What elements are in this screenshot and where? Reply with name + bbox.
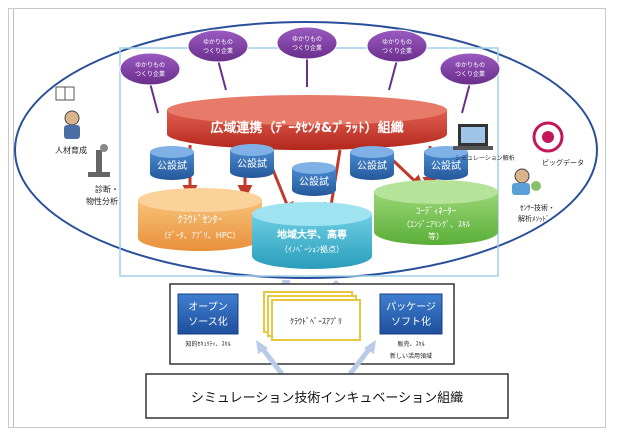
wide-org-label: 広域連携（ﾃﾞｰﾀｾﾝﾀ&ﾌﾟﾗｯﾄ）組織 (210, 120, 403, 136)
simulation-label: シミュレーション解析 (455, 154, 515, 162)
arrow-incubation-right (348, 346, 372, 376)
wide-org-disk: 広域連携（ﾃﾞｰﾀｾﾝﾀ&ﾌﾟﾗｯﾄ）組織 (167, 95, 447, 150)
pod-label-1: ゆかりもの (292, 36, 322, 43)
pod-label-1: ゆかりもの (135, 62, 165, 69)
hr-label: 人材育成 (55, 145, 87, 155)
cloud-app-label: ｸﾗｳﾄﾞﾍﾞｰｽｱﾌﾟﾘ (290, 317, 342, 326)
university-sub: （ｲﾉﾍﾞｰｼｮﾝ拠点） (280, 244, 344, 254)
public-lab-1: 公設試 (150, 146, 194, 180)
sensor-group: ｾﾝｻｰ技術・ 解析ﾒｿｯﾄﾞ (512, 168, 555, 223)
cloud-center-title: ｸﾗｳﾄﾞｾﾝﾀｰ (178, 214, 223, 226)
student-body-icon (64, 125, 80, 139)
analysis-label-1: 診断・ (95, 184, 119, 194)
student-icon (64, 110, 80, 126)
public-lab-4: 公設試 (350, 146, 394, 180)
pod-label-2: つくり企業 (292, 44, 322, 52)
analysis-label-2: 物性分析 (86, 196, 118, 206)
public-lab-label: 公設試 (357, 159, 387, 172)
incubation-label: シミュレーション技術インキュベーション組織 (191, 391, 463, 406)
open-source-line1: オープン (188, 301, 227, 313)
arrow-incubation-left (260, 346, 284, 376)
open-source-line2: ソース化 (188, 315, 228, 328)
coordinator-title: ｺｰﾃﾞｨﾈｰﾀｰ (416, 206, 457, 217)
university-cylinder: 地域大学、高専 （ｲﾉﾍﾞｰｼｮﾝ拠点） (252, 202, 372, 269)
cloud-center-sub: （ﾃﾞｰﾀ、ｱﾌﾟﾘ、HPC） (160, 231, 240, 240)
package-line1: パッケージ (386, 301, 436, 313)
open-source-caption: 知的ｾｷｭﾘﾃｨ、ｽｷﾙ (185, 340, 230, 348)
pod-label-2: つくり企業 (382, 47, 412, 55)
pod-label-1: ゆかりもの (203, 39, 233, 46)
cloud-center-cylinder: ｸﾗｳﾄﾞｾﾝﾀｰ （ﾃﾞｰﾀ、ｱﾌﾟﾘ、HPC） (138, 188, 262, 251)
sensor-label-2: 解析ﾒｿｯﾄﾞ (518, 214, 550, 223)
hr-development-group: 人材育成 (55, 86, 87, 155)
diagram-frame (8, 8, 606, 428)
pod-label-2: つくり企業 (455, 70, 485, 78)
big-data-label: ビッグデータ (542, 158, 584, 167)
pod-label-2: つくり企業 (203, 47, 233, 55)
link-arrows-bottom (260, 346, 372, 376)
public-lab-label: 公設試 (299, 175, 329, 188)
package-caption: 販売、ｽｷﾙ (397, 340, 424, 348)
coordinator-cylinder: ｺｰﾃﾞｨﾈｰﾀｰ （ｴﾝｼﾞﾆｱﾘﾝｸﾞ、ｽｷﾙ 等） (374, 180, 498, 245)
cloud-app-card (271, 299, 361, 341)
package-line2: ソフト化 (391, 315, 431, 328)
public-lab-label: 公設試 (431, 159, 461, 172)
package-box (379, 293, 443, 335)
coordinator-sub1: （ｴﾝｼﾞﾆｱﾘﾝｸﾞ、ｽｷﾙ (402, 220, 470, 229)
open-source-box (177, 293, 239, 335)
university-title: 地域大学、高専 (277, 228, 347, 241)
sensor-person-icon (514, 168, 530, 184)
public-lab-5: 公設試 (424, 146, 468, 180)
pod-label-1: ゆかりもの (382, 39, 412, 46)
feedback-label: 新しい活用領域 (390, 352, 432, 360)
coordinator-sub2: 等） (428, 231, 444, 241)
microscope-icon (96, 150, 102, 172)
sensor-icon (531, 181, 541, 191)
public-lab-3: 公設試 (292, 162, 336, 196)
incubation-box: シミュレーション技術インキュベーション組織 (145, 373, 509, 419)
pod-label-1: ゆかりもの (455, 62, 485, 69)
sensor-label-1: ｾﾝｻｰ技術・ (520, 203, 555, 212)
ecosystem-ellipse (14, 21, 598, 279)
public-lab-label: 公設試 (157, 159, 187, 172)
public-lab-label: 公設試 (237, 157, 267, 170)
big-data-group: ビッグデータ (532, 121, 584, 167)
public-lab-2: 公設試 (230, 144, 274, 178)
simulation-group: シミュレーション解析 (453, 124, 515, 162)
output-box: オープン ソース化 知的ｾｷｭﾘﾃｨ、ｽｷﾙ ｸﾗｳﾄﾞﾍﾞｰｽｱﾌﾟﾘ パッケ… (169, 283, 455, 365)
analysis-group: 診断・ 物性分析 (86, 144, 119, 206)
pod-label-2: つくり企業 (135, 70, 165, 78)
